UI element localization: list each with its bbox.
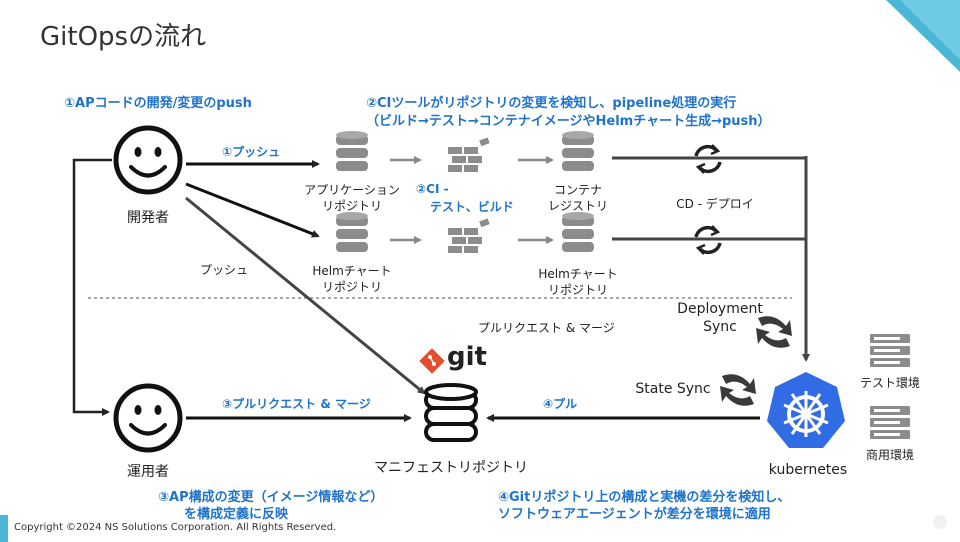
ci-build-icon-top — [448, 137, 490, 172]
step4-annotation-line1: ④Gitリポジトリ上の構成と実機の差分を検知し、 — [498, 490, 791, 505]
step4-annotation-line2: ソフトウェアエージェントが差分を環境に適用 — [498, 507, 771, 522]
operator-label: 運用者 — [127, 464, 169, 480]
git-logo-icon — [419, 348, 445, 374]
container-registry-db-icon — [562, 131, 594, 171]
step3-annotation-line1: ③AP構成の変更（イメージ情報など） — [158, 490, 384, 505]
prod-env-label: 商用環境 — [865, 448, 914, 462]
developer-face-icon — [113, 125, 183, 195]
prod-env-server-icon — [870, 406, 910, 439]
push-helm-arrow — [185, 182, 320, 238]
step2-annotation-line1: ②CIツールがリポジトリの変更を検知し、pipeline処理の実行 — [366, 96, 737, 111]
ci-build-icon-bottom — [448, 218, 490, 253]
deployment-sync-label-line2: Sync — [703, 319, 737, 335]
cd-deploy-label: CD - デプロイ — [676, 197, 754, 211]
step2-annotation-line2: （ビルド→テスト→コンテナイメージやHelmチャート生成→push） — [366, 114, 771, 129]
helm-registry-label-line2: リポジトリ — [547, 283, 608, 297]
test-env-label: テスト環境 — [859, 376, 920, 390]
container-registry-label-line1: コンテナ — [553, 183, 602, 197]
pr-merge3-label: ③プルリクエスト & マージ — [222, 397, 371, 411]
manifest-repo-db-icon — [424, 383, 478, 442]
app-repo-db-icon — [336, 131, 368, 171]
sync-icon-top — [694, 144, 722, 174]
container-registry-label-line2: レジストリ — [547, 199, 608, 213]
dev-to-ops-line — [72, 158, 112, 416]
kubernetes-icon — [767, 372, 845, 448]
app-repo-label-line2: リポジトリ — [321, 199, 382, 213]
state-sync-label: State Sync — [635, 381, 711, 397]
push-label: プッシュ — [200, 263, 249, 277]
operator-face-icon — [113, 383, 183, 453]
footer-accent-bar — [0, 515, 8, 542]
helm-repo-db-icon — [336, 212, 368, 252]
helm-repo-label-line1: Helmチャート — [312, 264, 392, 278]
pr-merge-label: プルリクエスト & マージ — [478, 321, 615, 335]
ci-label-line1: ②CI - — [416, 182, 449, 196]
developer-label: 開発者 — [127, 210, 169, 226]
sync-icon-bottom — [694, 225, 722, 255]
step1-annotation: ①APコードの開発/変更のpush — [64, 96, 252, 111]
ci-label-line2: テスト、ビルド — [430, 200, 514, 214]
kubernetes-label: kubernetes — [768, 462, 848, 478]
git-logo-text: git — [447, 342, 487, 372]
push-manifest-arrow — [185, 196, 426, 395]
deployment-sync-label-line1: Deployment — [677, 301, 763, 317]
helm-registry-label-line1: Helmチャート — [538, 267, 618, 281]
state-sync-icon — [720, 374, 756, 406]
footer-copyright: Copyright ©2024 NS Solutions Corporation… — [14, 522, 337, 533]
deployment-sync-icon — [756, 316, 792, 348]
page-number-mark — [933, 515, 947, 529]
push1-label: ①プッシュ — [222, 145, 281, 159]
helm-repo-label-line2: リポジトリ — [321, 280, 382, 294]
slide-title: GitOpsの流れ — [40, 22, 207, 52]
pull4-label: ④プル — [543, 397, 578, 411]
test-env-server-icon — [870, 334, 910, 367]
app-repo-label-line1: アプリケーション — [304, 183, 400, 197]
step3-annotation-line2: を構成定義に反映 — [184, 507, 289, 522]
helm-registry-db-icon — [562, 212, 594, 252]
manifest-repo-label: マニフェストリポジトリ — [374, 460, 528, 476]
